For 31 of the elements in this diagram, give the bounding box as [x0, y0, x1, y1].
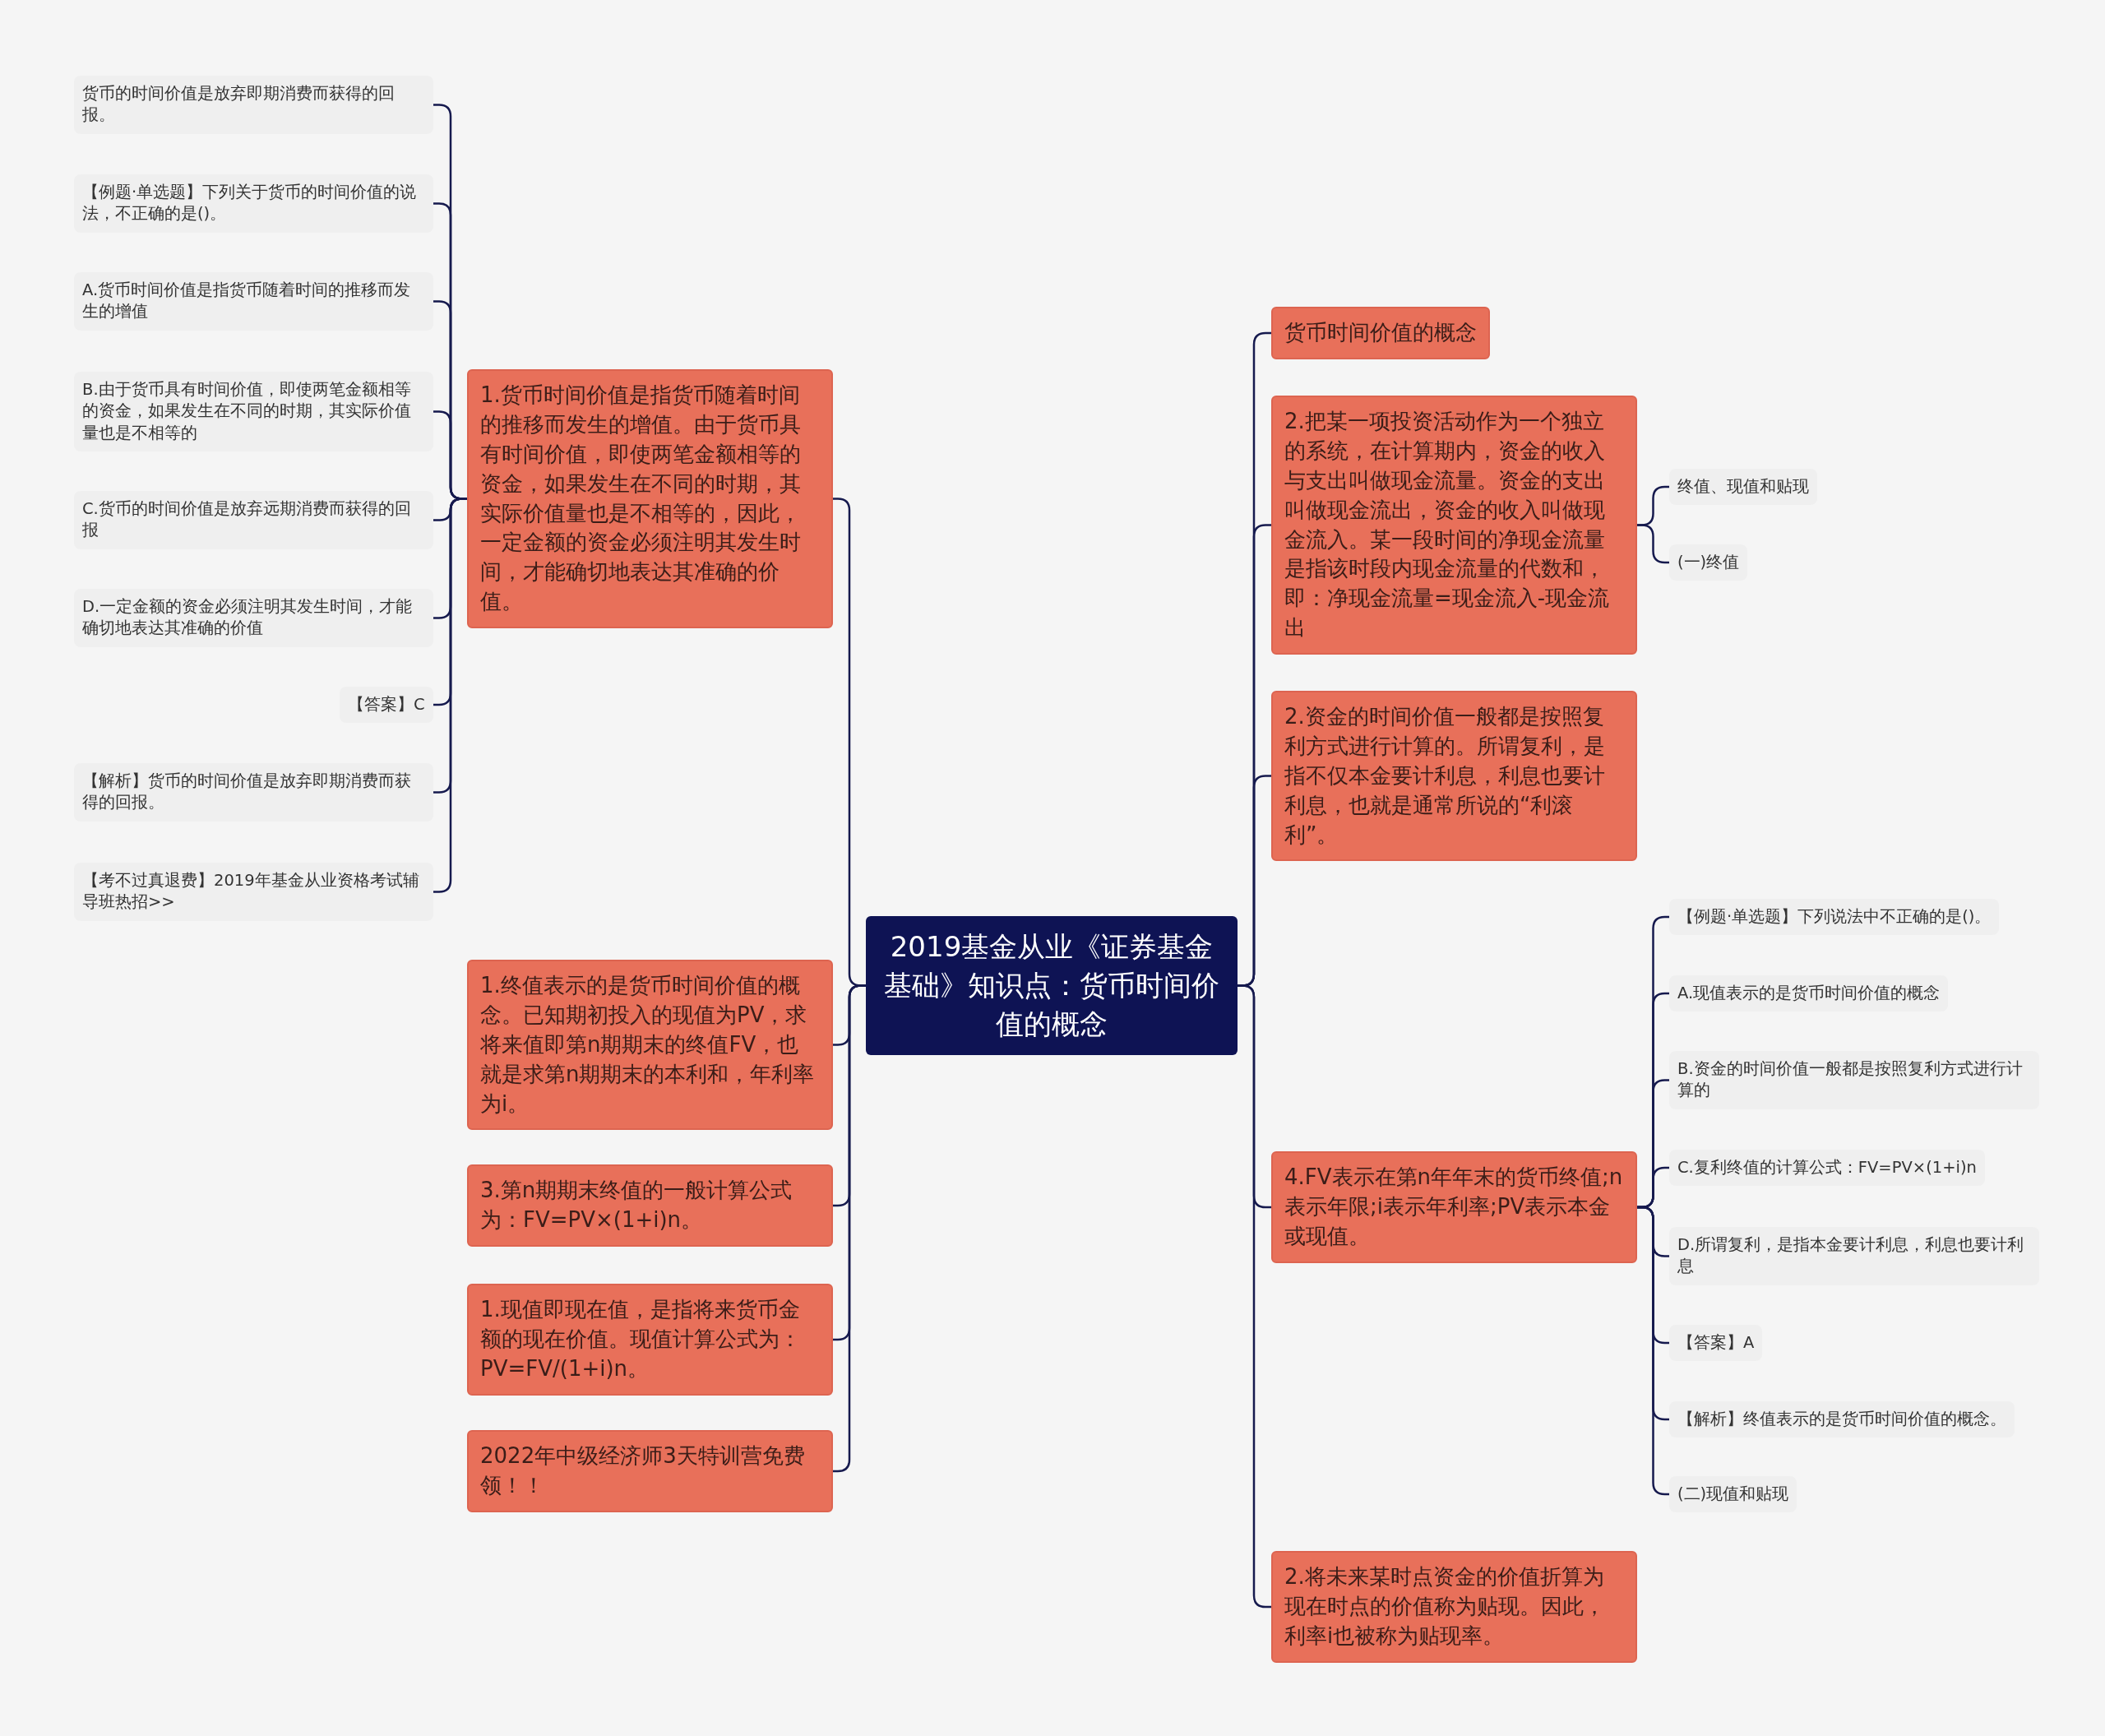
central-topic-box: 2019基金从业《证券基金基础》知识点：货币时间价值的概念 [866, 916, 1238, 1055]
subtopic-box: A.现值表示的是货币时间价值的概念 [1669, 975, 1949, 1012]
topic-box: 1.终值表示的是货币时间价值的概念。已知期初投入的现值为PV，求将来值即第n期期末的终值FV，也就是求第n期期末的本利和，年利率为i。 [467, 960, 833, 1131]
subtopic-box: 【答案】A [1669, 1325, 1763, 1362]
subtopic-box: D.所谓复利，是指本金要计利息，利息也要计利息 [1669, 1227, 2039, 1285]
subtopic-box: 【解析】终值表示的是货币时间价值的概念。 [1669, 1401, 2015, 1438]
subtopic-box: B.资金的时间价值一般都是按照复利方式进行计算的 [1669, 1051, 2039, 1109]
topic-box: 2022年中级经济师3天特训营免费领！！ [467, 1430, 833, 1512]
subtopic-box: 【答案】C [340, 687, 433, 724]
topic-box: 1.现值即现在值，是指将来货币金额的现在价值。现值计算公式为：PV=FV/(1+i)n。 [467, 1284, 833, 1396]
topic-box: 2.把某一项投资活动作为一个独立的系统，在计算期内，资金的收入与支出叫做现金流量。资金的支出叫做现金流出，资金的收入叫做现金流入。某一段时间的净现金流量是指该时段内现金流量的代数和，即：净现金流量=现金流入-现金流出 [1271, 396, 1637, 655]
topic-box: 2.将未来某时点资金的价值折算为现在时点的价值称为贴现。因此，利率i也被称为贴现率。 [1271, 1551, 1637, 1663]
subtopic-box: C.货币的时间价值是放弃远期消费而获得的回报 [74, 491, 433, 549]
topic-box: 4.FV表示在第n年年末的货币终值;n表示年限;i表示年利率;PV表示本金或现值。 [1271, 1151, 1637, 1263]
subtopic-box: C.复利终值的计算公式：FV=PV×(1+i)n [1669, 1150, 1985, 1187]
topic-box: 3.第n期期末终值的一般计算公式为：FV=PV×(1+i)n。 [467, 1164, 833, 1247]
topic-box: 货币时间价值的概念 [1271, 307, 1490, 359]
subtopic-box: (二)现值和贴现 [1669, 1476, 1797, 1513]
topic-box: 1.货币时间价值是指货币随着时间的推移而发生的增值。由于货币具有时间价值，即使两笔金额相等的资金，如果发生在不同的时期，其实际价值量也是不相等的，因此，一定金额的资金必须注明其发生时间，才能确切地表达其准确的价值。 [467, 369, 833, 628]
subtopic-box: 终值、现值和贴现 [1669, 469, 1817, 506]
subtopic-box: (一)终值 [1669, 544, 1748, 581]
subtopic-box: 货币的时间价值是放弃即期消费而获得的回报。 [74, 76, 433, 134]
subtopic-box: 【解析】货币的时间价值是放弃即期消费而获得的回报。 [74, 763, 433, 822]
subtopic-box: 【考不过真退费】2019年基金从业资格考试辅导班热招>> [74, 863, 433, 921]
subtopic-box: 【例题·单选题】下列说法中不正确的是()。 [1669, 899, 2000, 936]
connector-line [1637, 524, 1669, 564]
subtopic-box: B.由于货币具有时间价值，即使两笔金额相等的资金，如果发生在不同的时期，其实际价值量也是不相等的 [74, 372, 433, 451]
topic-box: 2.资金的时间价值一般都是按照复利方式进行计算的。所谓复利，是指不仅本金要计利息，利息也要计利息，也就是通常所说的“利滚利”。 [1271, 691, 1637, 862]
subtopic-box: A.货币时间价值是指货币随着时间的推移而发生的增值 [74, 272, 433, 331]
subtopic-box: 【例题·单选题】下列关于货币的时间价值的说法，不正确的是()。 [74, 174, 433, 233]
subtopic-box: D.一定金额的资金必须注明其发生时间，才能确切地表达其准确的价值 [74, 589, 433, 647]
